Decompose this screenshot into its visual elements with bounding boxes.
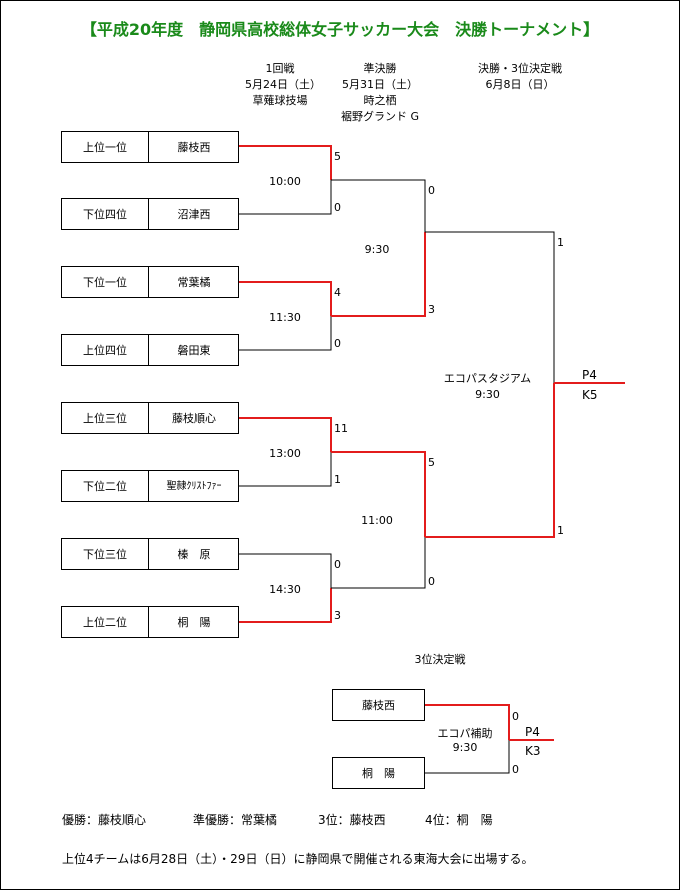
team-name: 榛 原 [177, 548, 211, 561]
team-box-5: 上位三位 藤枝順心 [61, 402, 239, 434]
bracket-line [239, 180, 332, 215]
score: 5 [334, 150, 341, 163]
team-name: 藤枝順心 [172, 412, 216, 425]
score: 0 [334, 201, 341, 214]
score: 1 [334, 473, 341, 486]
score: 0 [512, 763, 519, 776]
final-time: 9:30 [475, 388, 500, 401]
team-seed: 下位三位 [83, 548, 127, 561]
score: 0 [512, 710, 519, 723]
team-seed: 下位四位 [83, 208, 127, 221]
match-time: 10:00 [269, 175, 301, 188]
bracket-line [425, 704, 510, 740]
match-time: 14:30 [269, 583, 301, 596]
team-box-8: 上位二位 桐 陽 [61, 606, 239, 638]
score: 1 [557, 236, 564, 249]
score: 0 [428, 184, 435, 197]
bracket-line [239, 417, 332, 452]
winner-text: 優勝：藤枝順心 [62, 813, 147, 827]
team-name: 沼津西 [177, 208, 211, 221]
team-seed: 上位一位 [83, 141, 127, 154]
team-box-1: 上位一位 藤枝西 [61, 131, 239, 163]
team-name: 藤枝西 [177, 141, 211, 154]
score: 3 [334, 609, 341, 622]
semi-ground: 裾野グランド G [340, 110, 420, 123]
score: 0 [334, 558, 341, 571]
page-title: 【平成20年度 静岡県高校総体女子サッカー大会 決勝トーナメント】 [80, 20, 600, 39]
team-seed: 下位二位 [83, 480, 127, 493]
semi-date: 5月31日（土） [342, 78, 418, 91]
semi-label: 準決勝 [363, 62, 397, 75]
bracket-line [239, 588, 332, 623]
team-name: 藤枝西 [362, 699, 395, 712]
team-name: 常葉橘 [177, 276, 211, 289]
team-seed: 上位二位 [83, 616, 127, 629]
final-pk-result: P4 [582, 368, 597, 382]
team-name: 桐 陽 [177, 616, 211, 629]
team-box-2: 下位四位 沼津西 [61, 198, 239, 230]
fourth-text: 4位：桐 陽 [425, 813, 493, 827]
score: 11 [334, 422, 348, 435]
bracket-line [331, 537, 426, 589]
team-seed: 上位四位 [83, 344, 127, 357]
round1-venue: 草薙球技場 [252, 94, 308, 107]
final-date: 6月8日（日） [485, 78, 555, 91]
team-box-6: 下位二位 聖隷ｸﾘｽﾄﾌｧｰ [61, 470, 239, 502]
score: 3 [428, 303, 435, 316]
team-name: 聖隷ｸﾘｽﾄﾌｧｰ [166, 481, 222, 492]
bracket-line [239, 452, 332, 487]
score: 0 [334, 337, 341, 350]
team-seed: 下位一位 [83, 276, 127, 289]
round1-label: 1回戦 [265, 62, 295, 75]
bracket-line [425, 231, 555, 383]
bracket-line [239, 316, 332, 351]
round1-date: 5月24日（土） [245, 78, 321, 91]
bracket-line [239, 145, 332, 180]
third-place-label: 3位決定戦 [414, 653, 466, 666]
tokai-note: 上位4チームは6月28日（土）・29日（日）に静岡県で開催される東海大会に出場す… [62, 852, 534, 866]
runner-up-text: 準優勝：常葉橘 [193, 813, 278, 827]
final-venue: エコパスタジアム [443, 372, 532, 385]
match-time: 11:30 [269, 311, 301, 324]
third-team-box-2: 桐 陽 [332, 757, 425, 789]
bracket-line [239, 281, 332, 316]
third-pk-result: P4 [525, 725, 540, 739]
final-label: 決勝・3位決定戦 [478, 62, 562, 75]
bracket-line [331, 451, 426, 537]
score: 5 [428, 456, 435, 469]
score: 0 [428, 575, 435, 588]
bracket-line [331, 232, 426, 317]
semi-venue: 時之栖 [363, 94, 397, 107]
team-box-4: 上位四位 磐田東 [61, 334, 239, 366]
team-box-3: 下位一位 常葉橘 [61, 266, 239, 298]
team-box-7: 下位三位 榛 原 [61, 538, 239, 570]
score: 4 [334, 286, 341, 299]
team-name: 磐田東 [177, 344, 211, 357]
third-time: 9:30 [452, 741, 478, 754]
bracket-line [239, 553, 332, 588]
third-pk-result: K3 [525, 744, 541, 758]
match-time: 11:00 [361, 514, 393, 527]
match-time: 9:30 [364, 243, 390, 256]
match-time: 13:00 [269, 447, 301, 460]
team-name: 桐 陽 [362, 767, 395, 780]
team-seed: 上位三位 [83, 412, 127, 425]
bracket-line [425, 740, 510, 774]
bracket-line [425, 383, 555, 538]
third-team-box-1: 藤枝西 [332, 689, 425, 721]
final-pk-result: K5 [582, 388, 598, 402]
score: 1 [557, 524, 564, 537]
third-text: 3位：藤枝西 [318, 813, 386, 827]
third-venue: エコパ補助 [437, 727, 493, 740]
bracket-line [331, 179, 426, 232]
